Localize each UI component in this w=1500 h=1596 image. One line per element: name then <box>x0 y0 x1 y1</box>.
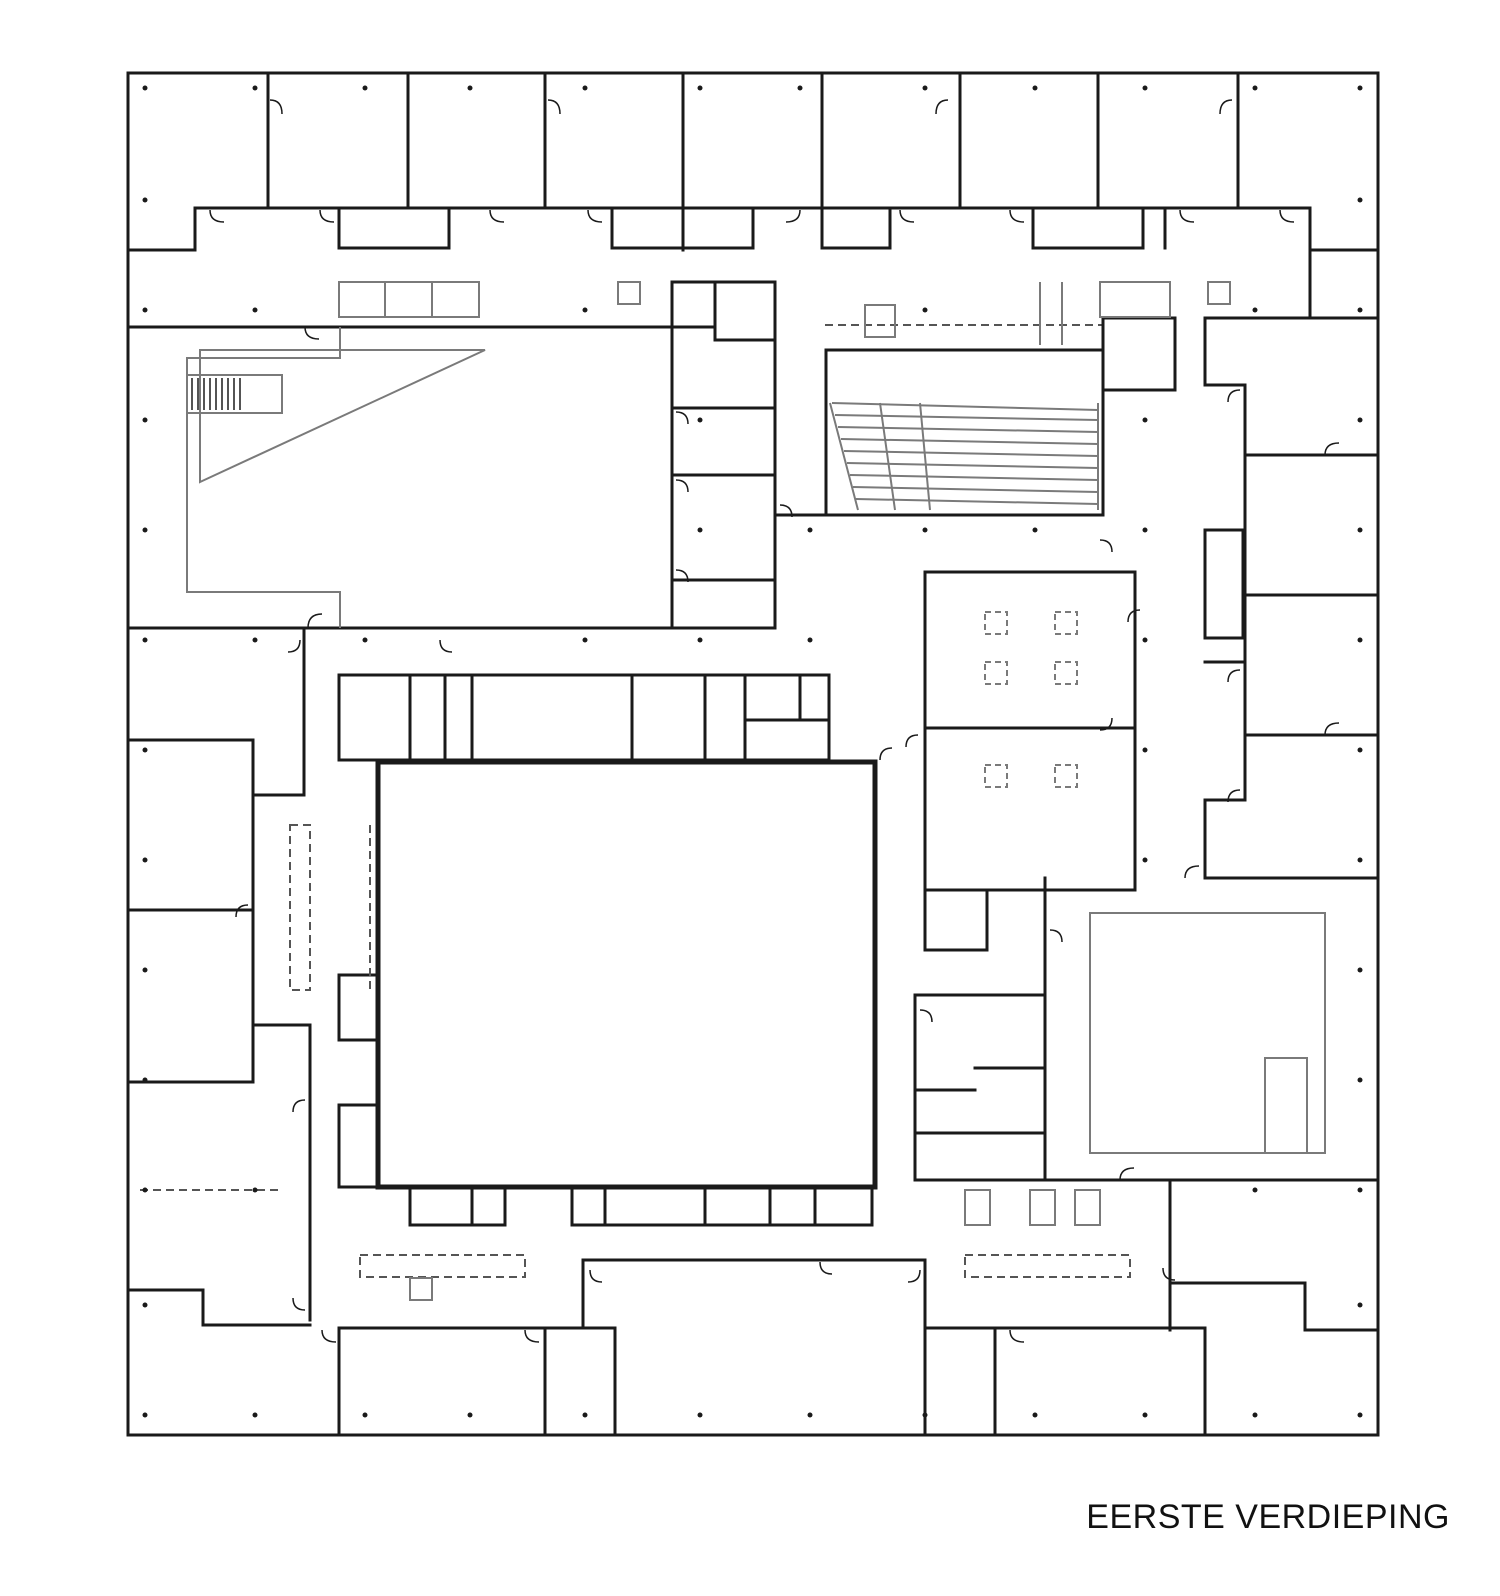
lower-right-rooms <box>359 876 1380 1332</box>
service-rooms-upper <box>670 280 777 630</box>
upper-left-hall <box>126 280 777 630</box>
top-offices <box>126 71 1380 252</box>
bottom-offices <box>337 1258 1207 1437</box>
floor-caption: EERSTE VERDIEPING <box>1086 1498 1450 1536</box>
toilet-cores <box>338 281 1231 1301</box>
outer-wall <box>126 71 1380 1437</box>
columns <box>142 85 1363 1418</box>
upper-right-rooms <box>1101 248 1380 880</box>
central-courtyard <box>337 673 878 1227</box>
doors <box>209 99 1340 1343</box>
lab-rooms <box>923 570 1137 952</box>
left-offices <box>126 628 371 1327</box>
auditorium <box>773 304 1105 517</box>
